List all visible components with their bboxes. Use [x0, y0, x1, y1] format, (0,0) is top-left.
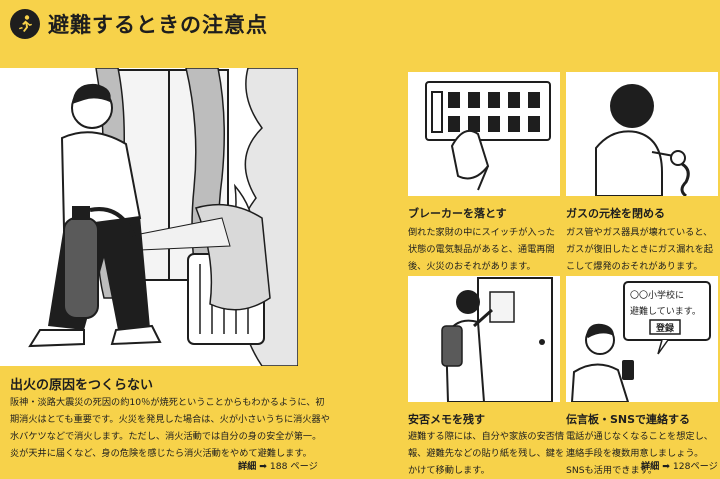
- fire-extinguisher-illustration: [0, 68, 298, 366]
- sns-body: 電話が通じなくなることを想定し、連絡手段を複数用意しましょう。SNSも活用できま…: [566, 431, 713, 476]
- detail-page: 128ページ: [672, 461, 718, 472]
- main-detail-link[interactable]: 詳細 ➡ 188 ページ: [238, 458, 318, 472]
- gas-heading: ガスの元栓を閉める: [566, 207, 665, 220]
- detail-label: 詳細: [238, 461, 257, 472]
- breaker-illustration: [408, 72, 560, 196]
- page-header: 避難するときの注意点: [10, 8, 268, 40]
- arrow-right-icon: ➡: [662, 461, 670, 472]
- sign-line-1: 〇〇小学校に: [630, 289, 684, 301]
- arrow-right-icon: ➡: [259, 461, 267, 472]
- sns-detail-link[interactable]: 詳細 ➡ 128ページ: [641, 458, 718, 472]
- page-title: 避難するときの注意点: [48, 13, 268, 37]
- running-person-icon: [10, 9, 40, 39]
- detail-label: 詳細: [641, 461, 660, 472]
- sns-heading: 伝言板・SNSで連絡する: [566, 413, 691, 426]
- breaker-heading: ブレーカーを落とす: [408, 207, 507, 220]
- sign-stamp: 登録: [655, 322, 675, 334]
- memo-heading: 安否メモを残す: [408, 413, 485, 426]
- gas-valve-illustration: [566, 72, 718, 196]
- detail-page: 188 ページ: [269, 461, 318, 472]
- memo-body: 避難する際には、自分や家族の安否情報、避難先などの貼り紙を残し、鍵をかけて移動し…: [408, 431, 565, 476]
- breaker-body: 倒れた家財の中にスイッチが入った状態の電気製品があると、通電再開後、火災のおそれ…: [408, 227, 555, 272]
- main-section-heading: 出火の原因をつくらない: [10, 378, 154, 393]
- sign-line-2: 避難しています。: [630, 305, 701, 317]
- main-section-body: 阪神・淡路大震災の死因の約10％が焼死ということからもわかるように、初期消火はと…: [10, 397, 330, 459]
- gas-body: ガス管やガス器具が壊れていると、ガスが復旧したときにガス漏れを起こして爆発のおそ…: [566, 227, 713, 272]
- safety-memo-illustration: [408, 276, 560, 402]
- sns-message-illustration: 〇〇小学校に 避難しています。 登録: [566, 276, 718, 402]
